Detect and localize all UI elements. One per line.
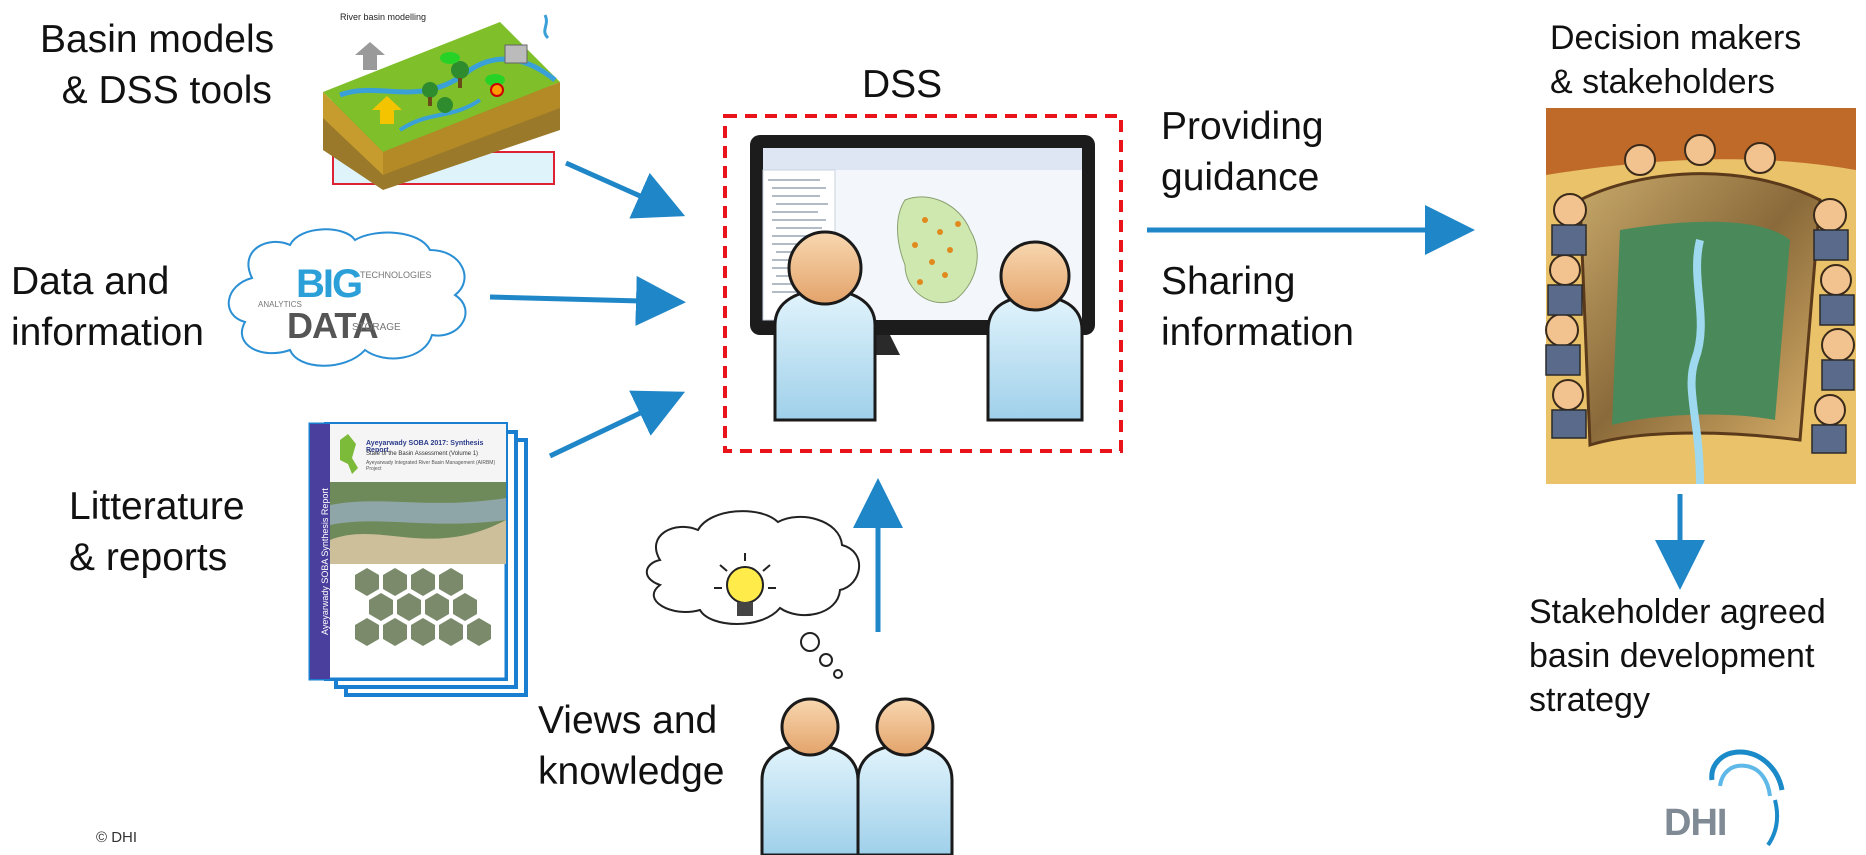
cloud-word-big: BIG — [296, 262, 363, 306]
literature-label: Litterature & reports — [69, 485, 245, 579]
dss-title: DSS — [862, 63, 943, 106]
strategy-label: Stakeholder agreed basin development str… — [1529, 593, 1826, 719]
cloud-word-storage: STORAGE — [352, 322, 401, 333]
report-stack — [308, 422, 528, 697]
views-label: Views and knowledge — [538, 699, 725, 793]
cloud-word-technologies: TECHNOLOGIES — [360, 270, 432, 280]
cloud-word-data: DATA — [287, 305, 379, 346]
dss-users-icon — [773, 230, 1084, 422]
arrow-data-to-dss — [489, 275, 686, 326]
report-subtitle-2: Ayeyarwady Integrated River Basin Manage… — [366, 460, 496, 472]
sharing-info-label: Sharing information — [1161, 260, 1354, 354]
report-subtitle: State of the Basin Assessment (Volume 1) — [366, 451, 479, 457]
dss-box — [723, 114, 1123, 453]
basin-model-image: River basin modelling — [323, 12, 560, 190]
thought-cloud — [645, 510, 860, 679]
basin-models-label: Basin models & DSS tools — [40, 18, 275, 112]
copyright-text: © DHI — [96, 829, 138, 846]
lightbulb-icon — [714, 553, 776, 616]
stakeholder-people-icon — [760, 697, 954, 855]
report-title: Ayeyarwady SOBA 2017: Synthesis Report — [366, 440, 484, 454]
arrow-reports-to-dss — [548, 390, 686, 459]
cloud-word-analytics: ANALYTICS — [258, 300, 302, 309]
basin-caption: River basin modelling — [340, 12, 426, 22]
data-cloud — [227, 228, 467, 367]
providing-guidance-label: Providing guidance — [1161, 105, 1324, 199]
arrows — [489, 160, 1705, 632]
arrow-basin-to-dss — [564, 160, 686, 219]
decision-makers-image — [1545, 108, 1856, 485]
decision-makers-label: Decision makers & stakeholders — [1550, 19, 1802, 101]
report-spine: Ayeyarwady SOBA Synthesis Report — [320, 488, 330, 635]
dhi-logo-text: DHI — [1664, 802, 1727, 844]
data-info-label: Data and information — [11, 260, 204, 354]
dhi-logo — [1709, 749, 1785, 847]
